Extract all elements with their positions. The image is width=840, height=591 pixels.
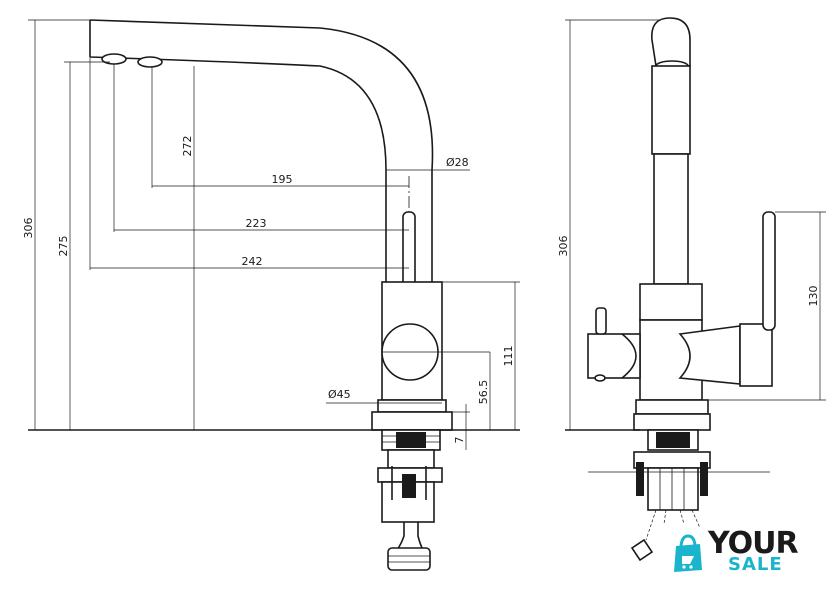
spout-head (651, 17, 691, 67)
dim-7: 7 (453, 437, 466, 444)
mixer-housing (678, 325, 741, 385)
dim-195: 195 (272, 173, 293, 186)
front-view (28, 19, 520, 571)
dim-275: 275 (57, 236, 70, 257)
side-base-ring (635, 399, 709, 415)
mount-plate (387, 449, 435, 469)
spout-outline (89, 19, 434, 282)
logo-word-sale: SALE (728, 554, 783, 575)
dim-d45: Ø45 (328, 388, 351, 401)
side-mount-plate (633, 451, 711, 469)
tap-base (371, 411, 453, 431)
mixer-cap (739, 323, 773, 387)
logo-word-your: YOUR (708, 526, 799, 561)
side-mount-nut (647, 467, 699, 511)
tap-base-ring (377, 399, 447, 413)
dim-111: 111 (502, 346, 515, 367)
side-dim-306: 306 (557, 236, 570, 257)
dim-242: 242 (242, 255, 263, 268)
aerator-right (137, 56, 163, 68)
hose-nut (387, 547, 431, 571)
side-dim-130: 130 (807, 286, 820, 307)
side-studs (636, 462, 708, 510)
yoursale-logo: YOUR SALE (668, 526, 818, 582)
spout-upper (651, 65, 691, 155)
side-view (565, 17, 776, 562)
mount-studs (391, 466, 427, 500)
filter-joint (621, 333, 637, 379)
side-dimensions: 306 130 (557, 19, 826, 473)
side-lever (762, 211, 776, 331)
thread-marks (382, 432, 440, 448)
side-hoses (630, 509, 701, 562)
filter-outlet (587, 333, 641, 379)
dim-272: 272 (181, 136, 194, 157)
dim-306: 306 (22, 218, 35, 239)
front-dimensions: 306 275 272 195 Ø28 223 242 111 56.5 Ø45 (22, 19, 520, 450)
side-base (633, 413, 711, 431)
side-body-top (639, 283, 703, 321)
dim-d28: Ø28 (446, 156, 469, 169)
aerator-left (101, 53, 127, 65)
filter-lever (595, 307, 607, 335)
shopping-bag-icon (674, 534, 702, 572)
dim-56-5: 56.5 (477, 380, 490, 405)
filter-spout (594, 374, 606, 382)
dim-223: 223 (246, 217, 267, 230)
spout-lower (653, 153, 689, 285)
